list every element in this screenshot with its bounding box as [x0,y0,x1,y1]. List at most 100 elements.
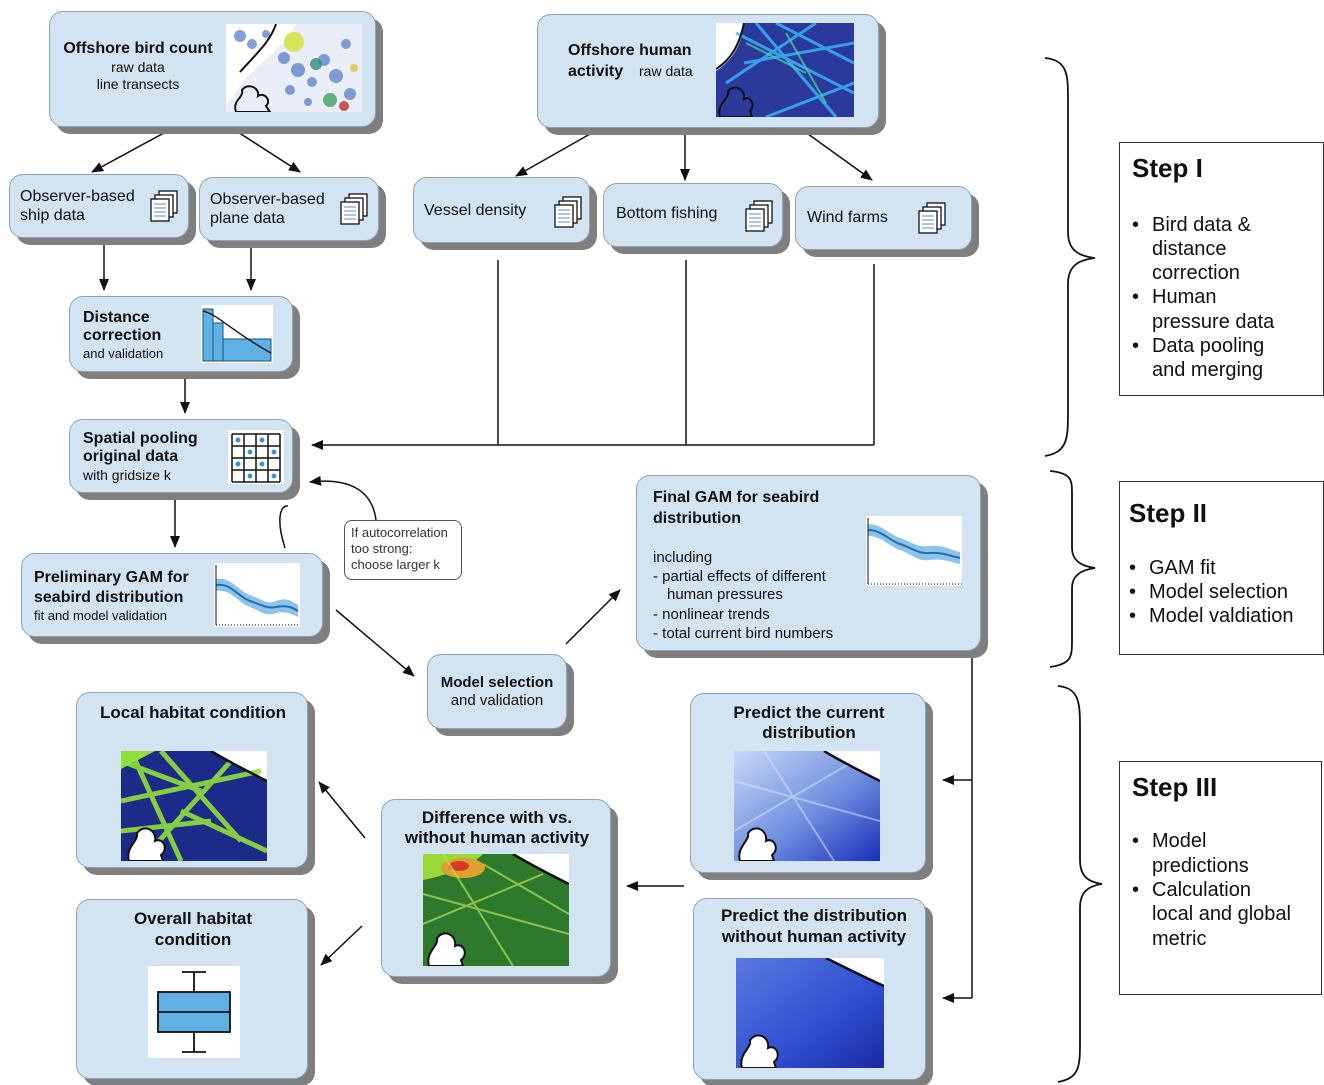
step-1-panel: Step I •Bird data & distance correction … [1119,142,1324,396]
final-gam-box: Final GAM for seabird distribution inclu… [636,475,981,651]
final-line6: - nonlinear trends [653,606,770,623]
local-habitat-map [121,751,267,861]
step-3-item-2: •Calculation [1132,879,1251,901]
local-title: Local habitat condition [99,703,287,722]
bird-raw-line2: line transects [96,76,180,92]
current-distribution-map [734,751,880,861]
human-raw-title-a: Offshore human [568,42,692,59]
note-line3: choose larger k [351,557,440,572]
bullet-icon: • [1132,879,1140,901]
human-activity-raw-box: Offshore human activity raw data [537,14,879,128]
wind-farms-box: Wind farms [795,186,972,250]
predict-current-box: Predict the current distribution [690,693,926,873]
plane-line1: Observer-based [210,191,325,208]
step-1-item-1-cont-b: correction [1152,262,1240,284]
autocorrelation-note: If autocorrelation too strong: choose la… [344,520,462,580]
vessel-density-box: Vessel density [413,177,590,243]
prelim-line3: fit and model validation [34,608,167,623]
step-1-item-2: •Human [1132,286,1217,308]
wind-label: Wind farms [807,209,888,226]
step-3-item-2-cont-b: metric [1152,928,1207,950]
bullet-icon: • [1129,581,1137,603]
note-line2: too strong: [351,541,413,556]
distance-correction-box: Distance correction and validation [69,296,293,372]
step-3-title: Step III [1132,772,1218,802]
bird-raw-line1: raw data [111,59,165,75]
step-2-title: Step II [1129,498,1208,528]
pooling-line2: original data [83,448,179,465]
note-line1: If autocorrelation [351,525,448,540]
document-stack-icon [745,200,773,232]
step-1-title: Step I [1132,153,1203,183]
bullet-icon: • [1129,557,1137,579]
step-1-item-3-cont: and merging [1152,359,1264,381]
bird-count-map [226,24,362,112]
step-1-item-1: •Bird data & [1132,214,1251,236]
pooling-line3: with gridsize k [83,467,171,483]
bullet-icon: • [1129,605,1137,627]
step-2-item-1: •GAM fit [1129,557,1216,579]
grid-icon [228,430,284,484]
final-gam-plot [866,516,962,586]
bullet-icon: • [1132,286,1140,308]
detection-histogram [201,305,273,363]
document-stack-icon [340,193,368,225]
predict-current-line2: distribution [762,723,856,742]
model-sel-line1: Model selection [440,674,554,691]
step-1-item-2-cont: pressure data [1152,311,1275,333]
preliminary-gam-box: Preliminary GAM for seabird distribution… [21,553,323,637]
final-line2: distribution [653,510,741,527]
step-2-item-2: •Model selection [1129,581,1288,603]
human-raw-suffix: raw data [639,63,693,79]
predict-without-line2: without human activity [721,927,907,946]
step-3-panel: Step III •Model predictions •Calculation… [1119,761,1322,995]
step-2-item-3: •Model valdiation [1129,605,1294,627]
final-line7: - total current bird numbers [653,625,834,642]
overall-habitat-box: Overall habitat condition [76,899,308,1079]
boxplot-icon [148,966,240,1058]
bullet-icon: • [1132,214,1140,236]
difference-map [423,854,569,966]
distance-line3: and validation [83,346,164,361]
distance-line2: correction [83,327,162,344]
step-3-item-1-cont: predictions [1152,855,1249,877]
ship-line1: Observer-based [20,188,135,205]
step-3-item-2-cont-a: local and global [1152,903,1291,925]
difference-box: Difference with vs. without human activi… [381,799,611,977]
bullet-icon: • [1132,335,1140,357]
ship-line2: ship data [20,207,85,224]
plane-line2: plane data [210,210,285,227]
step-1-item-3: •Data pooling [1132,335,1265,357]
final-line5: human pressures [667,586,783,603]
bottom-fishing-box: Bottom fishing [603,183,783,247]
document-stack-icon [150,190,178,222]
without-human-distribution-map [736,958,884,1068]
step-2-panel: Step II •GAM fit •Model selection •Model… [1119,481,1324,655]
bird-raw-data-box: Offshore bird count raw data line transe… [49,11,376,127]
difference-line2: without human activity [404,828,590,847]
final-line1: Final GAM for seabird [653,489,820,506]
predict-current-line1: Predict the current [733,703,885,722]
gam-curve-plot [214,563,300,627]
model-selection-box: Model selection and validation [427,654,567,729]
human-activity-map [716,23,854,117]
prelim-line2: seabird distribution [34,589,184,606]
predict-without-line1: Predict the distribution [720,906,908,925]
human-raw-title-b: activity [568,63,624,80]
document-stack-icon [918,202,946,234]
prelim-line1: Preliminary GAM for [34,569,189,586]
spatial-pooling-box: Spatial pooling original data with grids… [69,419,293,493]
local-habitat-box: Local habitat condition [76,692,308,868]
difference-line1: Difference with vs. [421,808,573,827]
ship-data-box: Observer-based ship data [9,174,189,238]
overall-line2: condition [154,930,232,949]
step-3-item-1: •Model [1132,830,1207,852]
overall-line1: Overall habitat [133,909,253,928]
document-stack-icon [554,196,582,228]
step-1-item-1-cont-a: distance [1152,238,1227,260]
distance-line1: Distance [83,309,150,326]
final-line4: - partial effects of different [653,568,826,585]
predict-without-box: Predict the distribution without human a… [693,898,926,1080]
